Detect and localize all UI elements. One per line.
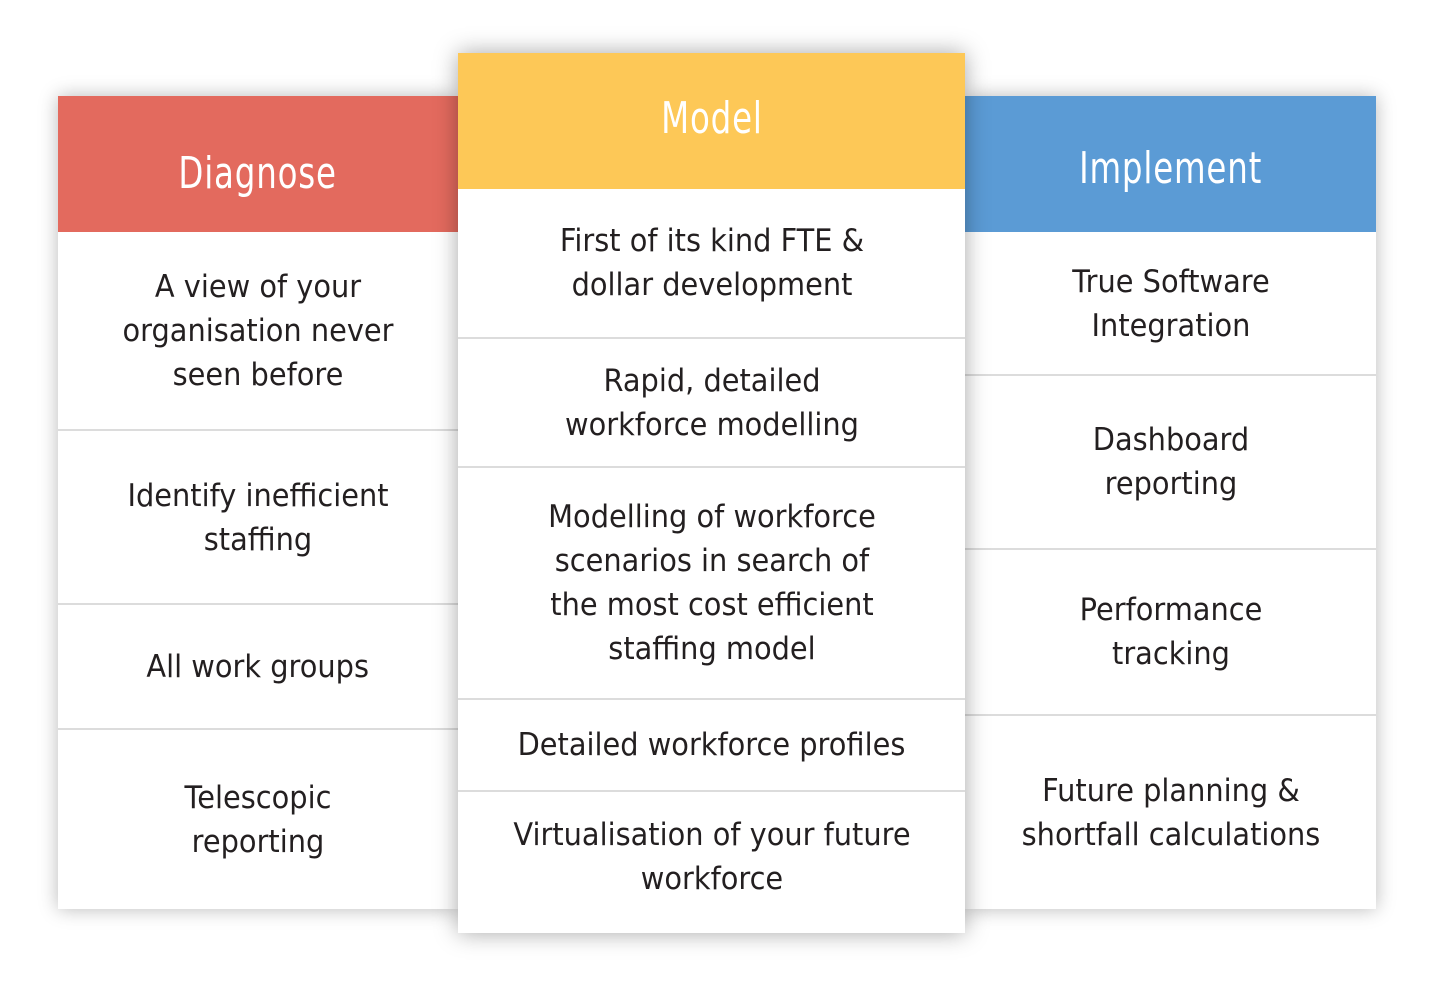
model-item: Virtualisation of your future workforce (512, 817, 911, 897)
model-card: Model First of its kind FTE & dollar dev… (458, 53, 965, 933)
implement-item: Dashboard reporting (1092, 422, 1249, 502)
model-divider (458, 337, 965, 339)
model-divider (458, 698, 965, 700)
implement-item: Performance tracking (1079, 592, 1262, 672)
implement-divider (965, 548, 1376, 550)
implement-divider (965, 714, 1376, 716)
diagnose-header: Diagnose (58, 96, 458, 232)
diagnose-divider (58, 603, 458, 605)
diagnose-divider (58, 728, 458, 730)
implement-divider (965, 374, 1376, 376)
implement-item: True Software Integration (1071, 263, 1270, 344)
implement-card: Implement True Software Integration Dash… (965, 96, 1376, 909)
model-item: Detailed workforce profiles (517, 727, 906, 763)
model-divider (458, 790, 965, 792)
model-header: Model (458, 53, 965, 189)
diagnose-item: All work groups (146, 649, 370, 685)
implement-title: Implement (1078, 142, 1263, 194)
diagnose-item: A view of your organisation never seen b… (122, 269, 394, 393)
model-item: First of its kind FTE & dollar developme… (559, 223, 864, 303)
model-divider (458, 466, 965, 468)
diagnose-item: Telescopic reporting (184, 779, 332, 860)
diagnose-card: Diagnose A view of your organisation nev… (58, 96, 458, 909)
diagnose-divider (58, 429, 458, 431)
diagnose-title: Diagnose (178, 147, 338, 199)
model-title: Model (660, 92, 763, 144)
implement-header: Implement (965, 96, 1376, 232)
implement-item: Future planning & shortfall calculations (1021, 772, 1320, 853)
diagnose-item: Identify inefficient staffing (127, 477, 389, 558)
model-item: Modelling of workforce scenarios in sear… (547, 499, 876, 667)
model-item: Rapid, detailed workforce modelling (564, 363, 859, 443)
